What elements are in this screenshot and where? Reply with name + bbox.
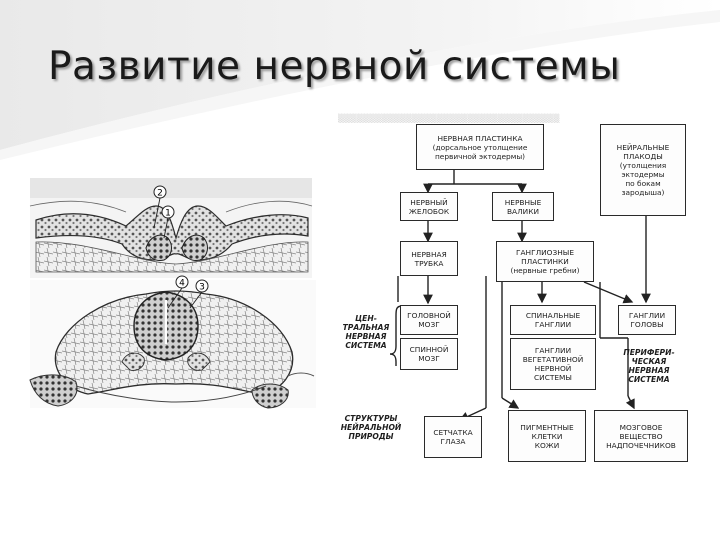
box-pigment-cells: ПИГМЕНТНЫЕ КЛЕТКИ КОЖИ (508, 410, 586, 462)
svg-text:2: 2 (157, 189, 163, 199)
callout-1: 1 (161, 205, 175, 239)
embryo-section-illustration: 2 1 4 3 (29, 178, 316, 409)
box-neural-tube: НЕРВНАЯ ТРУБКА (400, 241, 458, 276)
flowchart-connectors (389, 170, 651, 421)
callout-4: 4 (167, 275, 189, 309)
box-retina: СЕТЧАТКА ГЛАЗА (424, 416, 482, 458)
label-peripheral-nervous-system: ПЕРИФЕРИ- ЧЕСКАЯ НЕРВНАЯ СИСТЕМА (623, 348, 675, 384)
label-central-nervous-system: ЦЕН- ТРАЛЬНАЯ НЕРВНАЯ СИСТЕМА (342, 314, 390, 350)
box-neural-groove: НЕРВНЫЙ ЖЕЛОБОК (400, 192, 458, 221)
slide-title: Развитие нервной системы (48, 44, 621, 89)
box-head-ganglia: ГАНГЛИИ ГОЛОВЫ (618, 305, 676, 335)
label-neural-structures: СТРУКТУРЫ НЕЙРАЛЬНОЙ ПРИРОДЫ (340, 414, 402, 441)
box-ganglionic-plates: ГАНГЛИОЗНЫЕ ПЛАСТИНКИ (нервные гребни) (496, 241, 594, 282)
background-swoosh (0, 0, 720, 160)
box-brain: ГОЛОВНОЙ МОЗГ (400, 305, 458, 335)
svg-text:1: 1 (165, 209, 171, 219)
box-adrenal-medulla: МОЗГОВОЕ ВЕЩЕСТВО НАДПОЧЕЧНИКОВ (594, 410, 688, 462)
box-spinal-ganglia: СПИНАЛЬНЫЕ ГАНГЛИИ (510, 305, 596, 335)
neural-development-flowchart: ▒▒▒▒▒▒▒▒▒▒▒▒▒▒▒▒▒▒▒▒▒▒▒▒▒▒▒▒▒▒▒▒▒▒▒▒ (332, 106, 704, 468)
box-autonomic-ganglia: ГАНГЛИИ ВЕГЕТАТИВНОЙ НЕРВНОЙ СИСТЕМЫ (510, 338, 596, 390)
box-neural-placodes: НЕЙРАЛЬНЫЕ ПЛАКОДЫ (утолщения эктодермы … (600, 124, 686, 216)
svg-text:3: 3 (199, 283, 205, 293)
neural-tube-stage-drawing (29, 280, 316, 409)
neural-groove-stage-drawing (29, 178, 313, 278)
callout-2: 2 (153, 185, 167, 229)
box-spinal-cord: СПИННОЙ МОЗГ (400, 338, 458, 370)
callout-3: 3 (189, 279, 209, 309)
scan-ghost-text: ▒▒▒▒▒▒▒▒▒▒▒▒▒▒▒▒▒▒▒▒▒▒▒▒▒▒▒▒▒▒▒▒▒▒▒▒ (338, 114, 560, 123)
box-neural-plate: НЕРВНАЯ ПЛАСТИНКА (дорсальное утолщение … (416, 124, 544, 170)
box-neural-folds: НЕРВНЫЕ ВАЛИКИ (492, 192, 554, 221)
svg-text:4: 4 (179, 279, 185, 289)
